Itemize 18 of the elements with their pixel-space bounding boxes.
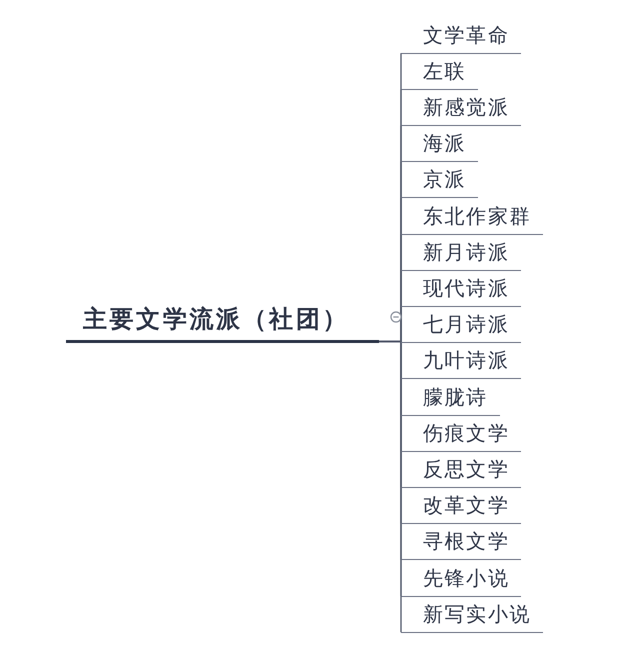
subtopic-label: 伤痕文学 bbox=[423, 420, 510, 447]
central-topic-label: 主要文学流派（社团） bbox=[83, 304, 349, 335]
subtopic-label: 先锋小说 bbox=[423, 564, 510, 592]
subtopic-label: 改革文学 bbox=[423, 492, 510, 520]
subtopic-label: 新写实小说 bbox=[423, 600, 531, 628]
subtopic-label: 寻根文学 bbox=[423, 528, 510, 556]
subtopic-label: 七月诗派 bbox=[423, 311, 510, 338]
subtopic-label: 朦胧诗 bbox=[423, 384, 488, 410]
subtopic-label: 九叶诗派 bbox=[423, 347, 510, 374]
subtopic-label: 新感觉派 bbox=[423, 94, 510, 121]
subtopic-label: 新月诗派 bbox=[423, 238, 510, 266]
subtopic-label: 文学革命 bbox=[423, 22, 510, 48]
subtopic-label: 左联 bbox=[423, 58, 466, 85]
subtopic-label: 京派 bbox=[423, 166, 466, 194]
subtopic-label: 海派 bbox=[423, 130, 466, 158]
subtopic-label: 反思文学 bbox=[423, 456, 510, 483]
subtopic-label: 东北作家群 bbox=[423, 202, 531, 230]
subtopic-label: 现代诗派 bbox=[423, 274, 510, 302]
